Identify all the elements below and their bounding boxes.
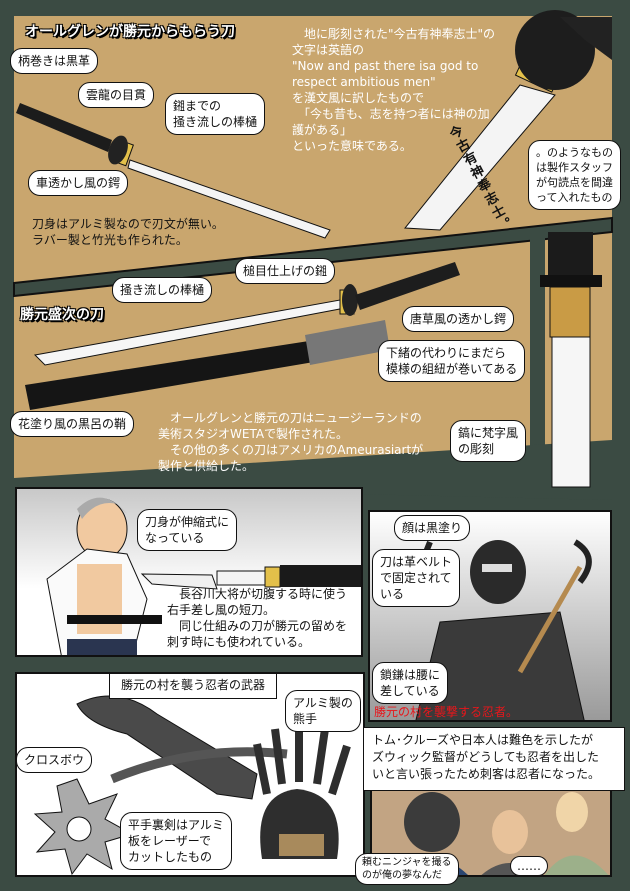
section-title-katsumoto-sword: 勝元盛次の刀 (20, 307, 104, 323)
speech-bubble: クロスボウ (17, 747, 93, 773)
red-caption: 勝元の村を襲撃する忍者。 (374, 705, 519, 719)
section-title-allgren-sword: オールグレンが勝元からもらう刀 (25, 24, 235, 40)
ninja-drawing (407, 539, 592, 720)
blade-material-note: 刀身はアルミ製なので刃文が無い。 ラバー製と竹光も作られた。 (32, 217, 224, 247)
speech-bubble: 。のようなもの は製作スタッフ が句読点を間違 って入れたもの (528, 140, 621, 210)
speech-bubble: 柄巻きは黒革 (10, 48, 99, 74)
inscription-katana-drawing (404, 10, 612, 231)
speech-bubble: 顔は黒塗り (394, 515, 471, 541)
speech-bubble: 槌目仕上げの鎺 (235, 258, 336, 284)
speech-bubble: 鎺までの 掻き流しの棒樋 (165, 93, 266, 135)
allgren-katana-drawing (16, 103, 331, 239)
speech-bubble: 掻き流しの棒樋 (112, 277, 213, 303)
weapons-drawing (33, 695, 351, 875)
production-note: オールグレンと勝元の刀はニュージーランドの 美術スタジオWETAで製作された。 … (158, 411, 424, 473)
tanto-description: 長谷川大将が切腹する時に使う 右手差し風の短刀。 同じ仕組みの刀が勝元の留めを … (167, 587, 348, 649)
speech-bubble: 唐草風の透かし鍔 (402, 306, 515, 332)
speech-bubble: 刀身が伸縮式に なっている (137, 509, 238, 551)
speech-bubble: 花塗り風の黒呂の鞘 (10, 411, 135, 437)
inscription-explanation: 地に彫刻された"今古有神奉志士"の 文字は英語の "Now and past t… (292, 27, 496, 153)
panel-divider (530, 232, 545, 486)
panel-divider (13, 216, 613, 298)
weapons-label: 勝元の村を襲う忍者の武器 (109, 674, 277, 699)
panel-weapons: 勝元の村を襲う忍者の武器 アルミ製の 熊手 クロスボウ 平手裏剣はアルミ 板をレ… (15, 672, 365, 877)
speech-bubble: 鎬に梵字風 の彫刻 (450, 420, 527, 462)
speech-bubble: 鎖鎌は腰に 差している (372, 662, 449, 704)
speech-bubble: 刀は革ベルト で固定されて いる (372, 549, 461, 607)
speech-bubble: 車透かし風の鍔 (28, 170, 129, 196)
speech-bubble: アルミ製の 熊手 (285, 690, 361, 732)
vertical-katana-drawing (540, 232, 602, 488)
speech-bubble: 雲龍の目貫 (78, 82, 155, 108)
speech-bubble: …… (510, 856, 548, 876)
speech-bubble: 平手裏剣はアルミ 板をレーザーで カットしたもの (120, 812, 232, 870)
panel-tanto: 刀身が伸縮式に なっている 長谷川大将が切腹する時に使う 右手差し風の短刀。 同… (15, 487, 363, 657)
panel-ninja: 刀は革ベルト で固定されて いる 顔は黒塗り 鎖鎌は腰に 差している 勝元の村を… (368, 510, 612, 722)
katsumoto-katana-drawing (25, 262, 460, 410)
narration-caption: トム･クルーズや日本人は難色を示したが ズウィック監督がどうしても忍者を出した … (363, 727, 625, 791)
speech-bubble: 下緒の代わりにまだら 模様の組紐が巻いてある (378, 340, 526, 382)
speech-bubble: 頼むニンジャを撮る のが俺の夢なんだ (355, 853, 459, 885)
tanto-scene-drawing (46, 497, 361, 655)
